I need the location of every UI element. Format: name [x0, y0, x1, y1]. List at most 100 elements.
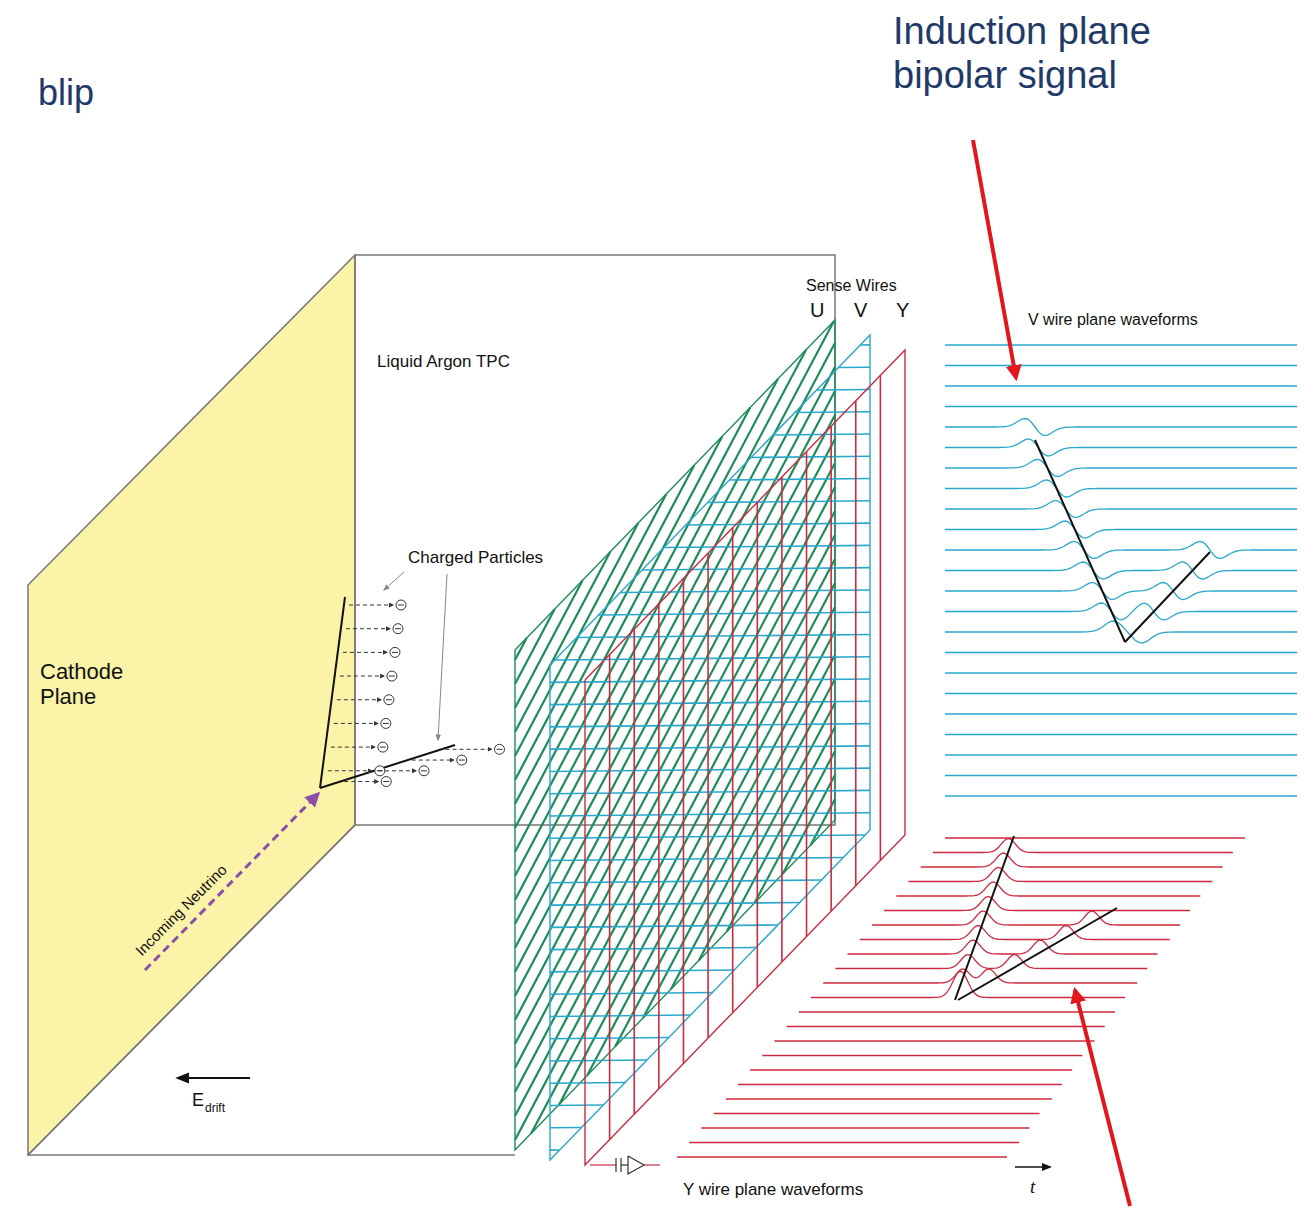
- drift-electron: [412, 755, 467, 765]
- diagram-label: Liquid Argon TPC: [377, 352, 510, 372]
- drift-electron: [349, 600, 406, 610]
- y-waveform: [689, 1142, 1019, 1143]
- y-wire: [707, 553, 709, 1038]
- v-wire: [838, 366, 870, 368]
- drift-dash: [412, 760, 454, 761]
- u-wire: [699, 703, 835, 960]
- v-wire: [550, 948, 756, 950]
- y-waveform: [799, 1011, 1115, 1012]
- v-waveform: [945, 672, 1297, 673]
- v-wire: [550, 790, 870, 793]
- y-waveform: [823, 969, 1137, 983]
- particle-track: [320, 597, 345, 788]
- tpc-box: [355, 255, 835, 825]
- drift-dash: [378, 770, 416, 771]
- electron-symbol: [390, 647, 400, 657]
- v-waveform: [945, 603, 1297, 620]
- y-wire: [855, 401, 857, 886]
- diagram-label: E: [192, 1090, 204, 1111]
- y-waveform: [677, 1156, 1007, 1157]
- drift-dash: [328, 770, 372, 771]
- drift-dash: [346, 628, 390, 629]
- time-arrow: [1015, 1166, 1050, 1168]
- electron-symbol: [384, 695, 394, 705]
- u-wire: [515, 487, 835, 1092]
- v-wire: [751, 456, 870, 457]
- waveform-track: [958, 908, 1117, 1000]
- u-wire-plane: [515, 320, 835, 1150]
- drift-dash: [344, 781, 378, 782]
- v-wire: [550, 679, 870, 682]
- v-wire: [550, 903, 800, 906]
- leader-line: [384, 572, 404, 590]
- v-wire: [550, 1060, 647, 1061]
- diagram-label: Y wire plane waveforms: [683, 1180, 863, 1200]
- v-waveform: [945, 754, 1297, 755]
- diagram-label: V: [854, 299, 867, 322]
- v-waveform: [945, 406, 1297, 407]
- v-waveform: [945, 734, 1297, 735]
- y-waveform: [921, 853, 1223, 867]
- v-wire: [642, 568, 870, 570]
- drift-electron: [340, 671, 397, 681]
- v-waveform: [945, 501, 1297, 518]
- diagram-label: Sense Wires: [806, 277, 897, 295]
- drift-electron: [343, 647, 400, 657]
- electron-symbol: [396, 600, 406, 610]
- v-wire: [550, 858, 843, 861]
- drift-dash: [446, 749, 492, 750]
- waveform-track: [955, 836, 1014, 1000]
- capacitor-plate: [615, 1158, 616, 1172]
- v-wire: [577, 634, 870, 637]
- y-waveform: [945, 837, 1245, 838]
- v-wire: [686, 523, 870, 525]
- u-wire: [531, 559, 835, 1133]
- drift-dash: [343, 652, 387, 653]
- tpc-box-edge: [28, 825, 355, 1155]
- y-waveforms: [677, 838, 1245, 1157]
- drift-electron: [331, 742, 388, 752]
- y-waveform: [835, 955, 1147, 969]
- drift-electron: [334, 718, 391, 728]
- u-wire: [515, 638, 527, 660]
- electron-symbol: [495, 744, 505, 754]
- u-wire: [587, 607, 835, 1076]
- y-wire: [806, 452, 808, 937]
- v-waveform: [945, 480, 1297, 497]
- electron-symbol: [378, 742, 388, 752]
- v-wire: [550, 1082, 625, 1084]
- y-waveform: [787, 1026, 1105, 1027]
- y-waveform: [762, 1055, 1082, 1056]
- annotation-title: blip: [38, 72, 94, 113]
- annotation-title: Induction plane bipolar signal: [893, 10, 1233, 97]
- y-wire-plane: [585, 350, 905, 1165]
- v-wire: [860, 344, 870, 346]
- v-wire: [550, 813, 870, 816]
- drift-electron: [378, 766, 429, 776]
- v-waveform: [945, 521, 1297, 538]
- electron-minus: [392, 652, 398, 653]
- u-wire: [615, 631, 835, 1047]
- v-waveform: [945, 439, 1297, 456]
- electron-minus: [398, 605, 404, 606]
- y-waveform: [896, 882, 1200, 896]
- waveform-track: [1125, 552, 1210, 642]
- y-wire: [732, 528, 734, 1013]
- u-wire: [515, 580, 582, 708]
- leader-line: [438, 574, 447, 740]
- y-waveform: [848, 940, 1158, 954]
- y-waveform: [726, 1098, 1052, 1099]
- u-wire: [515, 463, 835, 1068]
- y-waveform: [884, 897, 1190, 911]
- electron-minus: [386, 699, 392, 700]
- diagram-label: Y: [896, 299, 909, 322]
- v-wire: [795, 411, 870, 413]
- u-wire: [783, 775, 835, 874]
- electron-minus: [389, 676, 395, 677]
- v-wire: [729, 479, 870, 480]
- drift-dash: [334, 723, 378, 724]
- v-waveform: [945, 419, 1297, 436]
- amp-wire: [644, 1164, 660, 1165]
- y-waveform: [872, 911, 1180, 925]
- y-wire: [683, 578, 685, 1063]
